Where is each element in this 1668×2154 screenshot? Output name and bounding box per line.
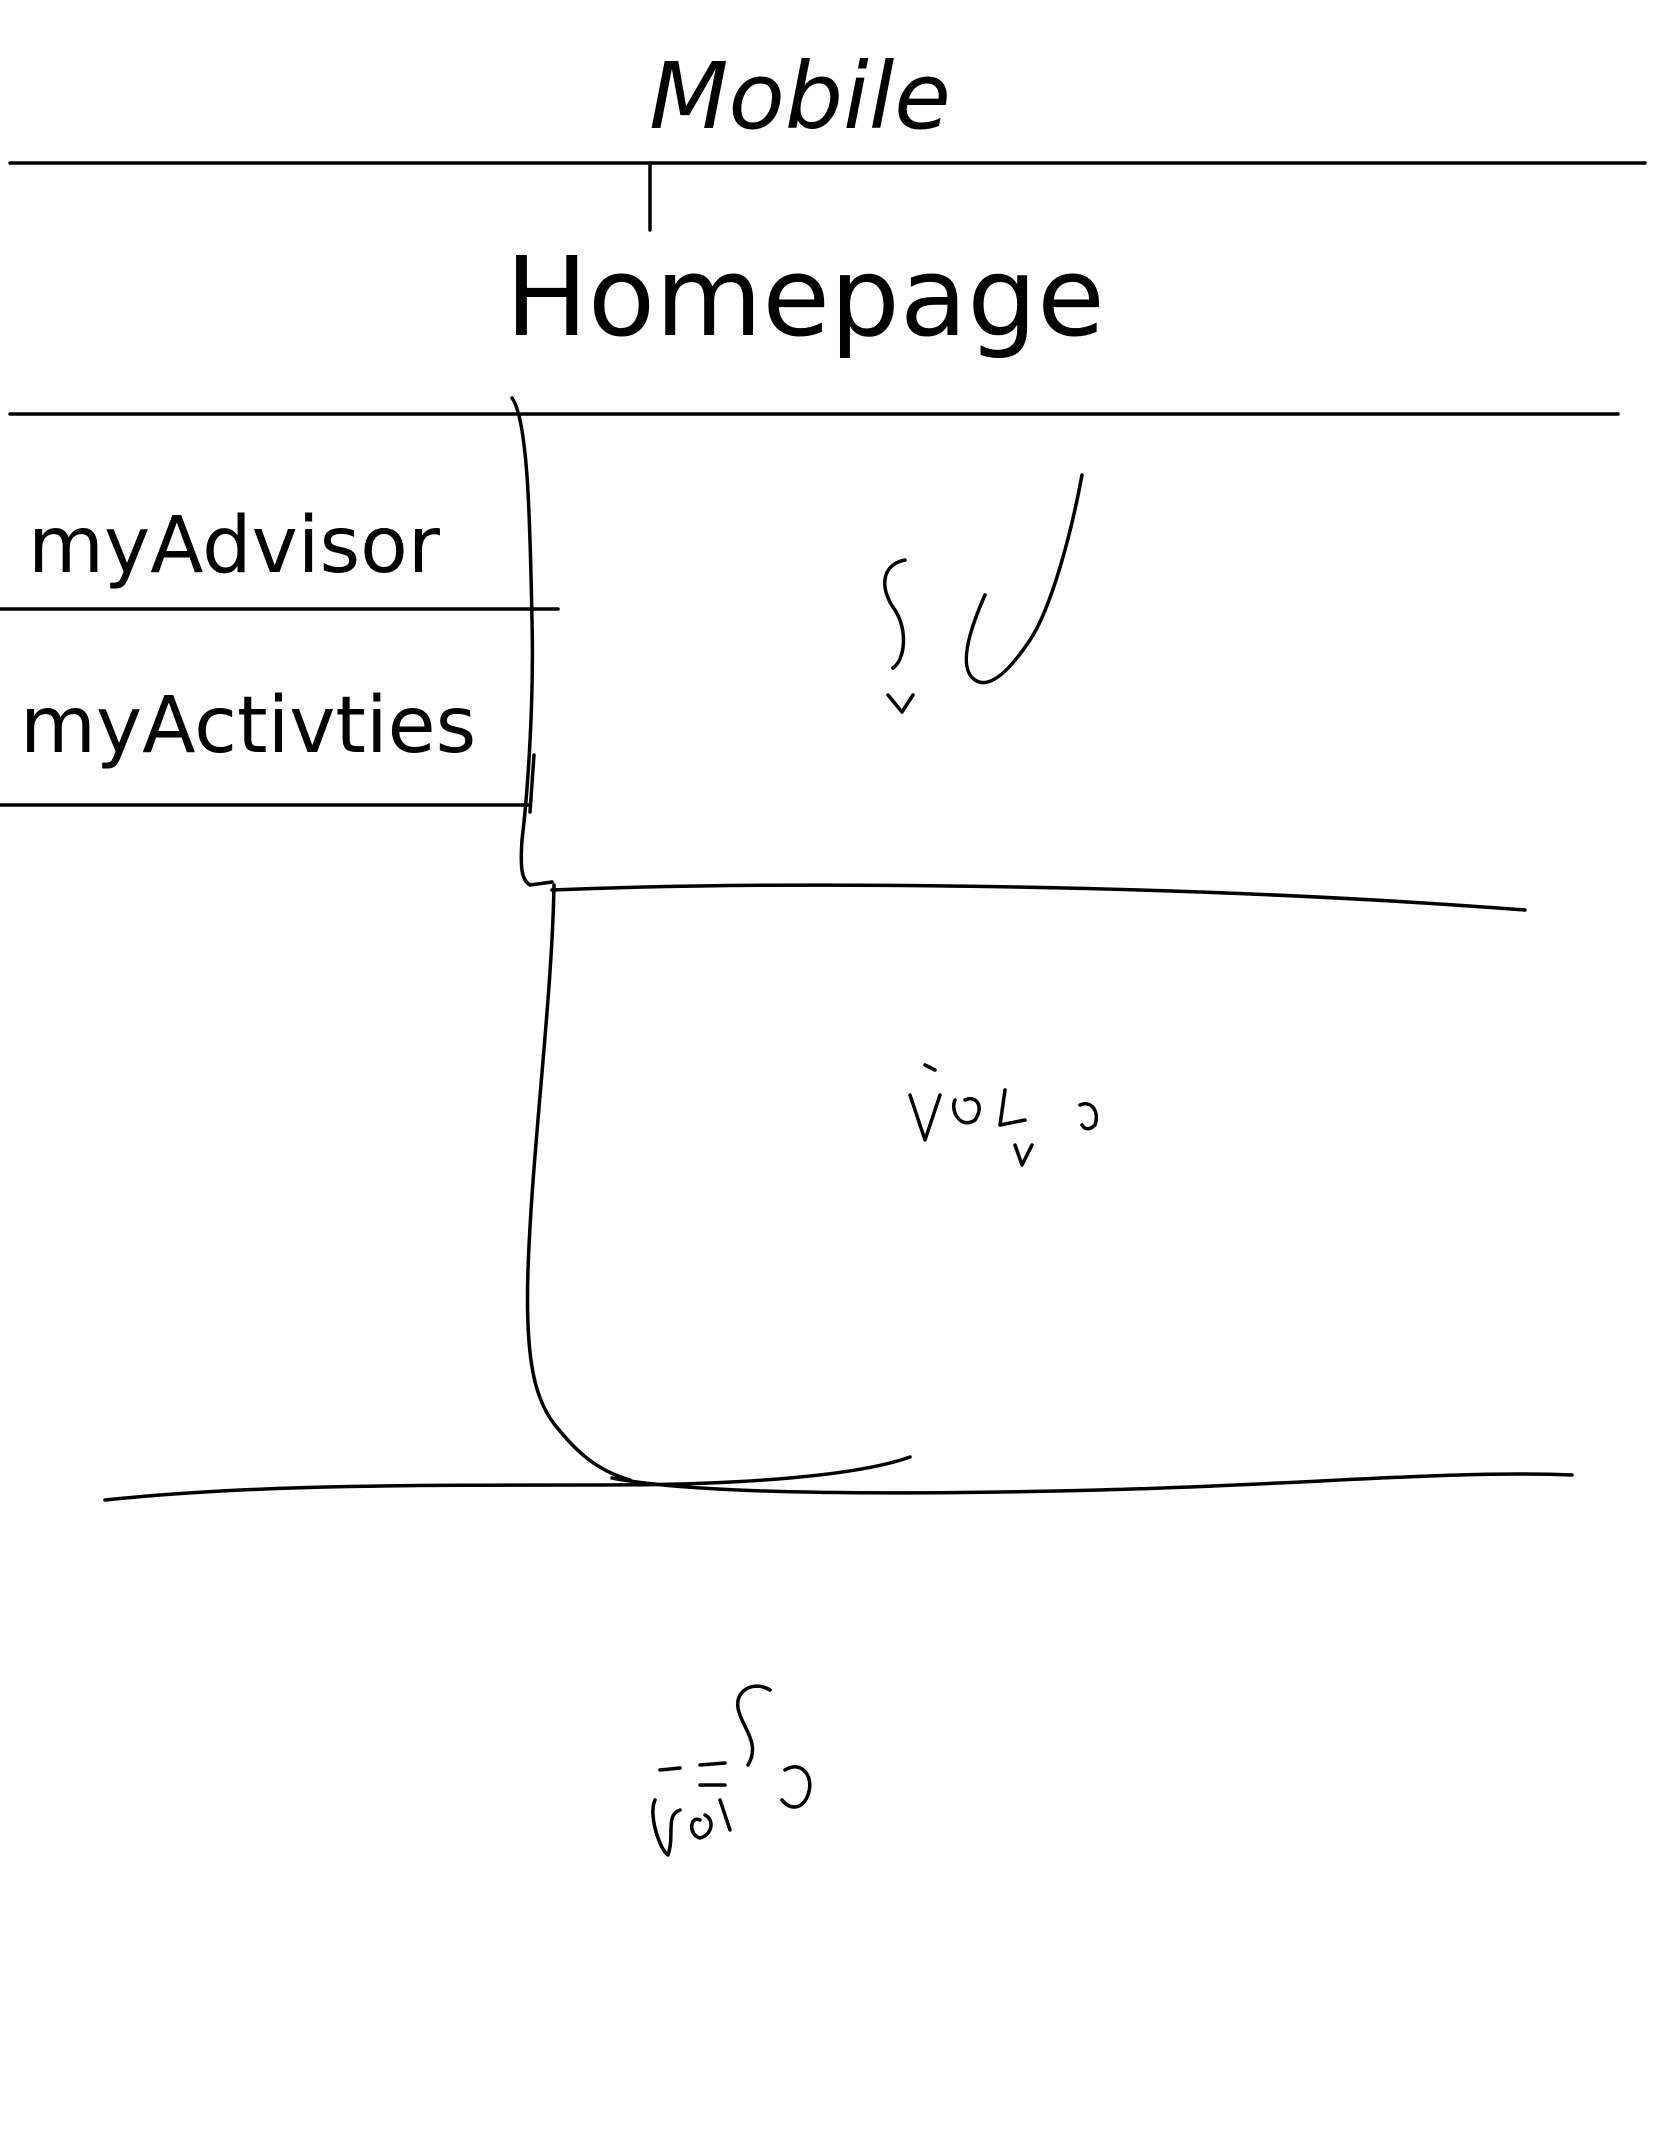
check-mark-icon	[964, 473, 1084, 685]
sidebar-border-tick	[528, 753, 536, 814]
sidebar-item-myadvisor[interactable]: myAdvisor	[28, 501, 441, 591]
bottom-divider	[610, 1472, 1574, 1495]
scribble-glyph	[883, 558, 915, 714]
sidebar-item-myactivities[interactable]: myActivties	[20, 681, 476, 771]
connector-line	[525, 883, 632, 1482]
sidebar-border	[510, 396, 554, 887]
scribble-glyph	[908, 1063, 1098, 1167]
header-title: Mobile	[649, 43, 951, 150]
content-divider	[550, 883, 1527, 912]
bottom-divider	[103, 1455, 912, 1502]
scribble-glyph	[651, 1684, 812, 1857]
page-heading: Homepage	[505, 233, 1105, 361]
